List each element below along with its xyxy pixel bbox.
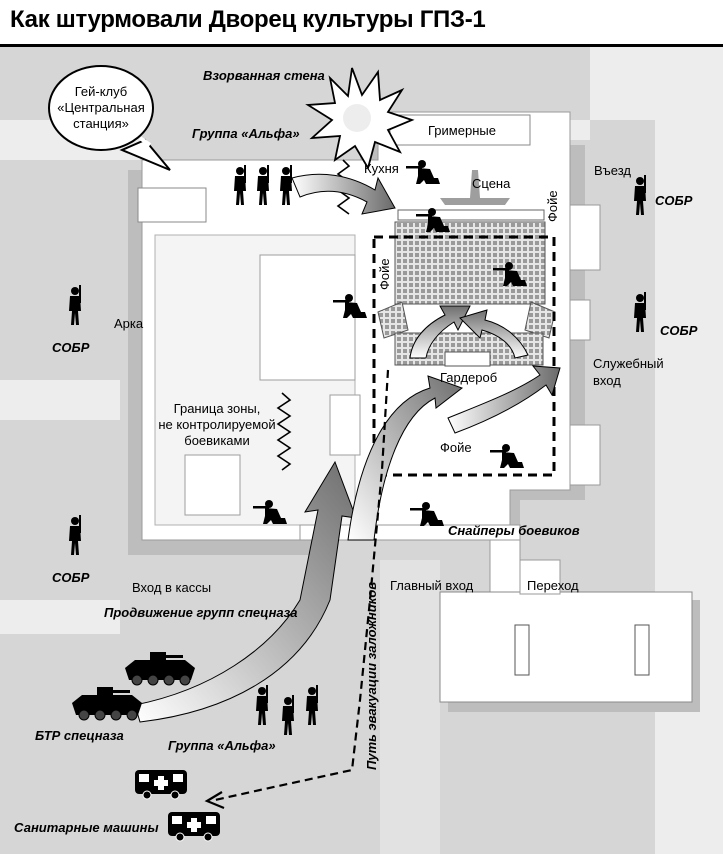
ambulance-icon [135, 770, 187, 800]
apc-icon [125, 652, 195, 686]
zone-border [372, 235, 556, 477]
evacuation-path-label: Путь эвакуации заложников [364, 582, 379, 770]
annex-building [439, 559, 700, 712]
page-title: Как штурмовали Дворец культуры ГПЗ-1 [10, 6, 486, 33]
sobr-label-2: СОБР [660, 323, 698, 338]
ambulances-label: Санитарные машины [14, 820, 159, 835]
zone-boundary-label-3: боевиками [184, 433, 249, 448]
gay-club-label-2: «Центральная [57, 100, 144, 115]
explosion-icon [305, 67, 415, 171]
snipers-label: Снайперы боевиков [448, 523, 580, 538]
main-entrance-label: Главный вход [390, 578, 474, 593]
arrow-icon [459, 309, 529, 359]
special-forces-move-label: Продвижение групп спецназа [104, 605, 298, 620]
foyer-left-label: Фойе [377, 258, 392, 290]
gay-club-label-3: станция» [73, 116, 129, 131]
ambulance-group [135, 770, 220, 842]
title-bar: Как штурмовали Дворец культуры ГПЗ-1 [0, 0, 723, 47]
arrow-icon [447, 365, 561, 434]
evacuation-path-line [214, 369, 390, 802]
zone-boundary-label-2: не контролируемой [158, 417, 275, 432]
map-labels: Взорванная стена Гей-клуб «Центральная с… [14, 68, 698, 835]
wardrobe-label: Гардероб [440, 370, 497, 385]
sobr-label-1: СОБР [655, 193, 693, 208]
arrow-icon [347, 375, 464, 541]
sobr-label-4: СОБР [52, 570, 90, 585]
foyer-right-label: Фойе [545, 190, 560, 222]
entry-label: Въезд [594, 163, 631, 178]
stage-label: Сцена [472, 176, 511, 191]
evacuation-arrowhead [204, 791, 225, 810]
apc-label: БТР спецназа [35, 728, 124, 743]
blown-wall-label: Взорванная стена [203, 68, 325, 83]
assault-arrows [134, 173, 561, 723]
apc-icon [72, 687, 142, 721]
service-entrance-label-1: Служебный [593, 356, 664, 371]
ticket-entrance-label: Вход в кассы [132, 580, 211, 595]
sobr-label-3: СОБР [52, 340, 90, 355]
dressing-rooms-label: Гримерные [428, 123, 496, 138]
ambulance-icon [168, 812, 220, 842]
foyer-bottom-label: Фойе [440, 440, 472, 455]
arch-label: Арка [114, 316, 144, 331]
zone-boundary-label-1: Граница зоны, [174, 401, 261, 416]
passage-label: Переход [527, 578, 579, 593]
speech-bubble-icon [48, 65, 171, 171]
alpha-top-label: Группа «Альфа» [192, 126, 300, 141]
kitchen-label: Кухня [364, 161, 399, 176]
apc-group [72, 652, 195, 721]
gay-club-label-1: Гей-клуб [75, 84, 128, 99]
arrow-icon [291, 173, 396, 215]
alpha-bottom-label: Группа «Альфа» [168, 738, 276, 753]
service-entrance-label-2: вход [593, 373, 621, 388]
